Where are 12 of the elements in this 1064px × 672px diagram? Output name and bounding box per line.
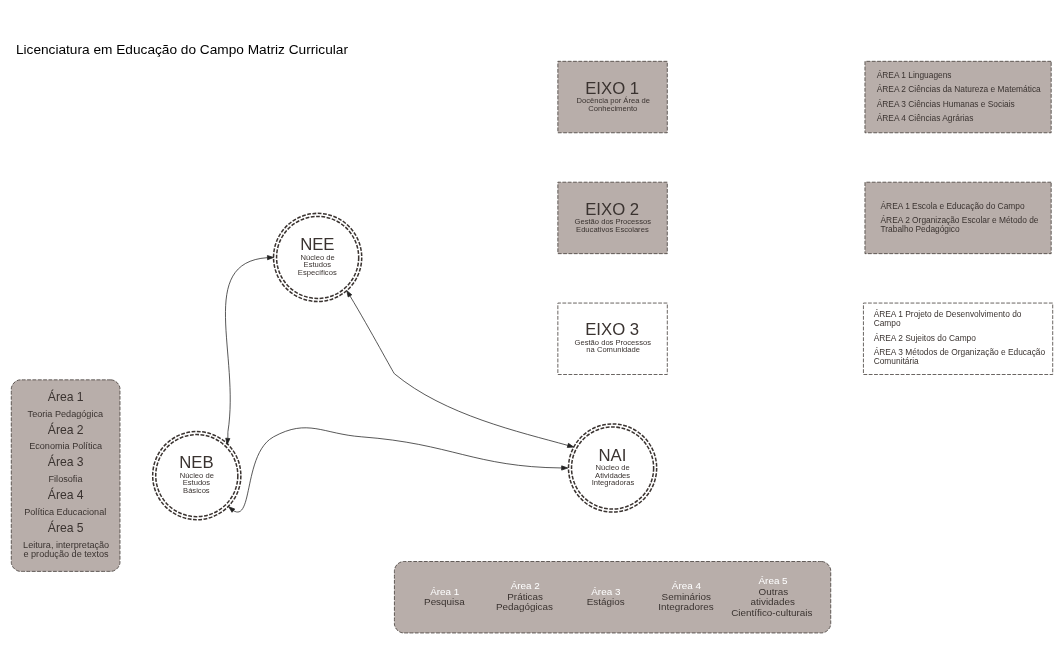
diagram-title: Licenciatura em Educação do Campo Matriz Curricular: [15, 41, 348, 57]
node-box: EIXO 3 Gestão dos Processos na Comunidade: [557, 302, 668, 375]
node-box: EIXO 2 Gestão dos Processos Educativos Escolares: [557, 181, 668, 254]
arrow: [228, 426, 569, 513]
arrow: [346, 289, 575, 448]
arrow: [225, 254, 274, 445]
node-box: EIXO 1 Docência por Área de Conhecimento: [557, 60, 668, 133]
node-box: Área 1 Pesquisa Área 2 Práticas Pedagógicas Área 3 Estágios Área 4 Seminários Integradores Área 5 Outras atividades Científico-culturais: [394, 560, 832, 633]
node-box: Área 1 Teoria Pedagógica Área 2 Economia Política Área 3 Filosofia Área 4 Política Educacional Área 5 Leitura, interpretação e produção de textos: [10, 378, 121, 572]
node-box: ÁREA 1 Projeto de Desenvolvimento do Campo ÁREA 2 Sujeitos do Campo ÁREA 3 Métodos de Organização e Educação Comunitária: [863, 302, 1054, 375]
node-box: ÁREA 1 Escola e Educação do Campo ÁREA 2 Organização Escolar e Método de Trabalho Pedagógico: [864, 181, 1052, 254]
node-box: ÁREA 1 Linguagens ÁREA 2 Ciências da Natureza e Matemática ÁREA 3 Ciências Humanas e Sociais ÁREA 4 Ciências Agrárias: [864, 60, 1052, 133]
